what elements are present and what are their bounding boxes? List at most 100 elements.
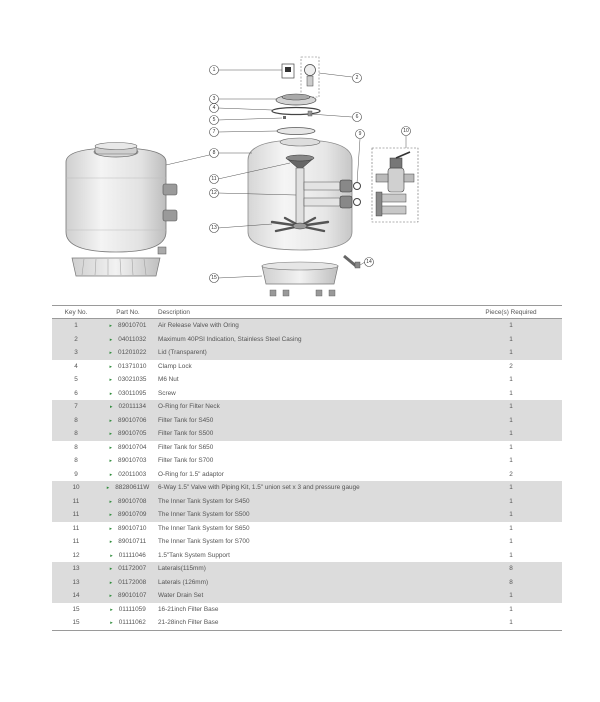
cell-description: Filter Tank for S700	[158, 457, 214, 465]
cell-key-no: 8	[74, 457, 78, 465]
cell-part-no: ▸89010705	[100, 427, 156, 441]
check-tick-icon: ▸	[109, 336, 113, 343]
header-description: Description	[156, 305, 460, 319]
cell-part-no: ▸01371010	[109, 362, 147, 370]
cell-key-no: 7	[52, 400, 100, 414]
cell-description: Lid (Transparent)	[156, 346, 460, 360]
cell-pieces-required: 1	[460, 413, 562, 427]
cell-key-no: 8	[52, 413, 100, 427]
svg-text:13: 13	[211, 225, 217, 231]
table-header-row: Key No. Part No. Description Piece(s) Re…	[52, 305, 562, 319]
cell-part-no: ▸01111046	[110, 551, 146, 559]
cell-description: O-Ring for 1.5" adaptor	[158, 470, 224, 478]
cell-pieces-required: 1	[460, 332, 562, 346]
svg-text:7: 7	[213, 129, 216, 135]
cell-pieces-required: 1	[509, 376, 513, 384]
cell-description: Laterals(115mm)	[156, 562, 460, 576]
cell-part-no: ▸89010704	[109, 443, 147, 451]
callout-15: 15	[209, 273, 219, 283]
cell-key-no: 3	[52, 346, 100, 360]
cell-key-no: 11	[72, 538, 80, 546]
cell-part-no: ▸89010708	[100, 494, 156, 508]
cell-part-no: ▸01172008	[100, 575, 156, 589]
svg-text:6: 6	[356, 114, 359, 120]
cell-key-no: 11	[52, 508, 100, 522]
six-way-valve-illustration	[371, 147, 419, 223]
cell-pieces-required: 8	[460, 562, 562, 576]
svg-text:11: 11	[211, 176, 216, 182]
cell-pieces-required: 1	[460, 346, 562, 360]
cell-pieces-required: 1	[460, 400, 562, 414]
header-key-no: Key No.	[52, 305, 100, 319]
check-tick-icon: ▸	[109, 390, 113, 397]
cell-description: 6-Way 1.5" Valve with Piping Kit, 1.5" u…	[156, 481, 460, 495]
check-tick-icon: ▸	[109, 566, 113, 573]
cell-description: Filter Tank for S450	[156, 413, 460, 427]
cell-part-no: ▸88280611W	[100, 481, 156, 495]
check-tick-icon: ▸	[109, 593, 113, 600]
cell-description: O-Ring for Filter Neck	[156, 400, 460, 414]
cell-key-no: 15	[52, 616, 100, 631]
cell-key-no: 1	[52, 318, 100, 333]
cell-part-no: ▸03011095	[109, 389, 147, 397]
check-tick-icon: ▸	[109, 512, 113, 519]
cell-description: The Inner Tank System for S650	[158, 524, 250, 532]
check-tick-icon: ▸	[106, 485, 110, 492]
callout-13: 13	[209, 223, 219, 233]
svg-text:8: 8	[213, 150, 216, 156]
cell-key-no: 10	[52, 481, 100, 495]
cell-key-no: 9	[74, 470, 78, 478]
check-tick-icon: ▸	[110, 404, 113, 411]
assembled-tank-illustration	[65, 142, 178, 277]
svg-text:12: 12	[211, 190, 217, 196]
cell-part-no: ▸89010711	[109, 538, 147, 546]
cell-description: M6 Nut	[158, 376, 179, 384]
table-row: 11 ▸89010710 The Inner Tank System for S65…	[52, 522, 562, 536]
callout-12: 12	[209, 188, 219, 198]
check-tick-icon: ▸	[109, 444, 113, 451]
open-tank-illustration	[247, 137, 361, 297]
check-tick-icon: ▸	[109, 431, 113, 438]
callout-11: 11	[209, 174, 219, 184]
cell-description: The Inner Tank System for S500	[156, 508, 460, 522]
cell-key-no: 5	[74, 376, 78, 384]
check-tick-icon: ▸	[109, 323, 113, 330]
cell-pieces-required: 1	[509, 457, 513, 465]
cell-pieces-required: 2	[509, 362, 513, 370]
cell-pieces-required: 1	[460, 494, 562, 508]
top-parts-illustration	[271, 56, 321, 135]
callout-1: 1	[209, 65, 219, 75]
cell-description: Filter Tank for S650	[158, 443, 214, 451]
cell-pieces-required: 1	[460, 508, 562, 522]
cell-key-no: 8	[52, 427, 100, 441]
cell-part-no: ▸04011032	[100, 332, 156, 346]
check-tick-icon: ▸	[109, 363, 113, 370]
cell-key-no: 8	[74, 443, 78, 451]
svg-text:10: 10	[403, 128, 409, 134]
svg-text:9: 9	[359, 131, 362, 137]
cell-part-no: ▸02011003	[109, 470, 147, 478]
cell-description: Screw	[158, 389, 176, 397]
cell-part-no: ▸89010710	[109, 524, 147, 532]
svg-text:1: 1	[213, 67, 216, 73]
cell-description: 16-21inch Filter Base	[158, 605, 219, 613]
callout-8: 8	[209, 148, 219, 158]
callout-14: 14	[364, 257, 374, 267]
cell-part-no: ▸01201022	[100, 346, 156, 360]
cell-description: Air Release Valve with Oring	[156, 318, 460, 333]
check-tick-icon: ▸	[109, 539, 113, 546]
cell-key-no: 11	[72, 524, 80, 532]
callout-7: 7	[209, 127, 219, 137]
